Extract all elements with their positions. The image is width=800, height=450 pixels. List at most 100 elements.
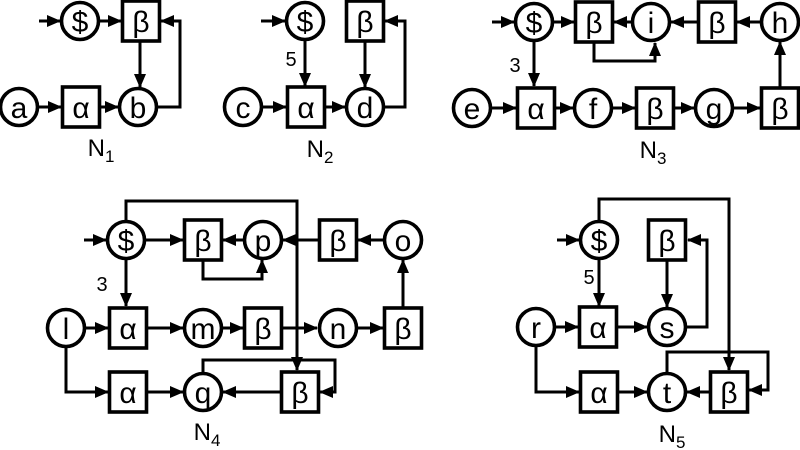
edge-weight-label: 3: [96, 274, 107, 296]
transition-square: [708, 370, 750, 414]
transition-square: [344, 0, 386, 43]
node-n3-alpha1: α: [515, 86, 557, 130]
node-n5-alphaM: α: [577, 305, 619, 349]
node-n5-betaB: β: [708, 370, 750, 414]
edge-dollar-to-betaB: [597, 197, 735, 371]
net-caption-n5: N5: [659, 421, 686, 450]
node-n4-alphaM: α: [107, 306, 149, 350]
place-circle: [344, 86, 386, 128]
node-label: β: [254, 313, 271, 346]
node-n3-g: g: [693, 87, 735, 129]
transition-square: [317, 218, 359, 262]
node-label: α: [589, 312, 606, 345]
place-circle: [222, 86, 264, 128]
place-circle: [242, 219, 284, 261]
node-n4-l: l: [45, 307, 87, 349]
node-n4-betaT2: β: [317, 218, 359, 262]
node-label: $: [297, 6, 314, 39]
place-circle: [693, 87, 735, 129]
node-label: c: [236, 92, 251, 125]
node-label: α: [119, 313, 136, 346]
node-label: p: [255, 225, 272, 258]
edge-d-to-beta1: [384, 15, 407, 109]
node-label: n: [330, 313, 347, 346]
node-label: β: [585, 7, 602, 40]
node-n4-dollar: $: [105, 219, 147, 261]
node-label: b: [130, 92, 147, 125]
place-circle: [515, 306, 557, 348]
node-label: d: [357, 92, 374, 125]
node-n1-a: a: [0, 86, 40, 128]
node-n5-r: r: [515, 306, 557, 348]
node-label: h: [772, 7, 789, 40]
node-n2-d: d: [344, 86, 386, 128]
transition-square: [578, 370, 620, 414]
transition-square: [382, 306, 424, 350]
edge-dollar-to-betaB: [124, 199, 303, 371]
place-circle: [182, 307, 224, 349]
place-circle: [45, 307, 87, 349]
transition-square: [634, 86, 676, 130]
node-label: a: [11, 92, 28, 125]
node-n2-beta1: β: [344, 0, 386, 43]
node-n3-beta3: β: [634, 86, 676, 130]
node-label: $: [72, 6, 89, 39]
node-label: α: [72, 92, 89, 125]
node-n3-i: i: [630, 1, 672, 43]
node-n5-t: t: [646, 371, 688, 413]
node-label: β: [720, 377, 737, 410]
node-n1-b: b: [117, 86, 159, 128]
node-label: e: [464, 93, 481, 126]
place-circle: [59, 0, 101, 42]
node-n3-beta2: β: [696, 0, 738, 44]
place-circle: [0, 86, 40, 128]
transition-square: [646, 218, 688, 262]
transition-square: [577, 305, 619, 349]
node-label: s: [660, 312, 675, 345]
edge-q-to-betaB: [201, 358, 337, 398]
node-n1-alpha1: α: [60, 85, 102, 129]
node-n5-dollar: $: [578, 219, 620, 261]
transition-square: [107, 370, 149, 414]
node-label: $: [118, 225, 135, 258]
transition-square: [515, 86, 557, 130]
node-n3-h: h: [759, 1, 800, 43]
transition-square: [279, 370, 321, 414]
place-circle: [382, 219, 424, 261]
node-label: m: [191, 313, 216, 346]
node-n4-p: p: [242, 219, 284, 261]
transition-square: [107, 306, 149, 350]
node-label: β: [708, 7, 725, 40]
transition-square: [573, 0, 615, 44]
place-circle: [630, 1, 672, 43]
node-n1-dollar: $: [59, 0, 101, 42]
place-circle: [182, 371, 224, 413]
net-caption-n4: N4: [194, 419, 221, 450]
edge-betaT1-to-p: [201, 259, 268, 281]
node-n2-alpha1: α: [285, 85, 327, 129]
transition-square: [759, 86, 800, 130]
net-caption-n1: N1: [88, 135, 115, 166]
node-label: f: [589, 93, 598, 126]
node-n4-betaM1: β: [242, 306, 284, 350]
node-n4-betaT1: β: [182, 218, 224, 262]
node-label: r: [531, 312, 541, 345]
node-n4-betaM2: β: [382, 306, 424, 350]
node-label: α: [297, 92, 314, 125]
transition-square: [285, 85, 327, 129]
place-circle: [284, 0, 326, 42]
transition-square: [60, 85, 102, 129]
node-n3-e: e: [451, 87, 493, 129]
node-label: β: [356, 6, 373, 39]
edge-r-to-alphaB: [534, 346, 580, 398]
place-circle: [759, 1, 800, 43]
node-n4-alphaB: α: [107, 370, 149, 414]
node-label: α: [590, 377, 607, 410]
node-n4-q: q: [182, 371, 224, 413]
node-label: β: [771, 93, 788, 126]
transition-square: [182, 218, 224, 262]
transition-square: [242, 306, 284, 350]
